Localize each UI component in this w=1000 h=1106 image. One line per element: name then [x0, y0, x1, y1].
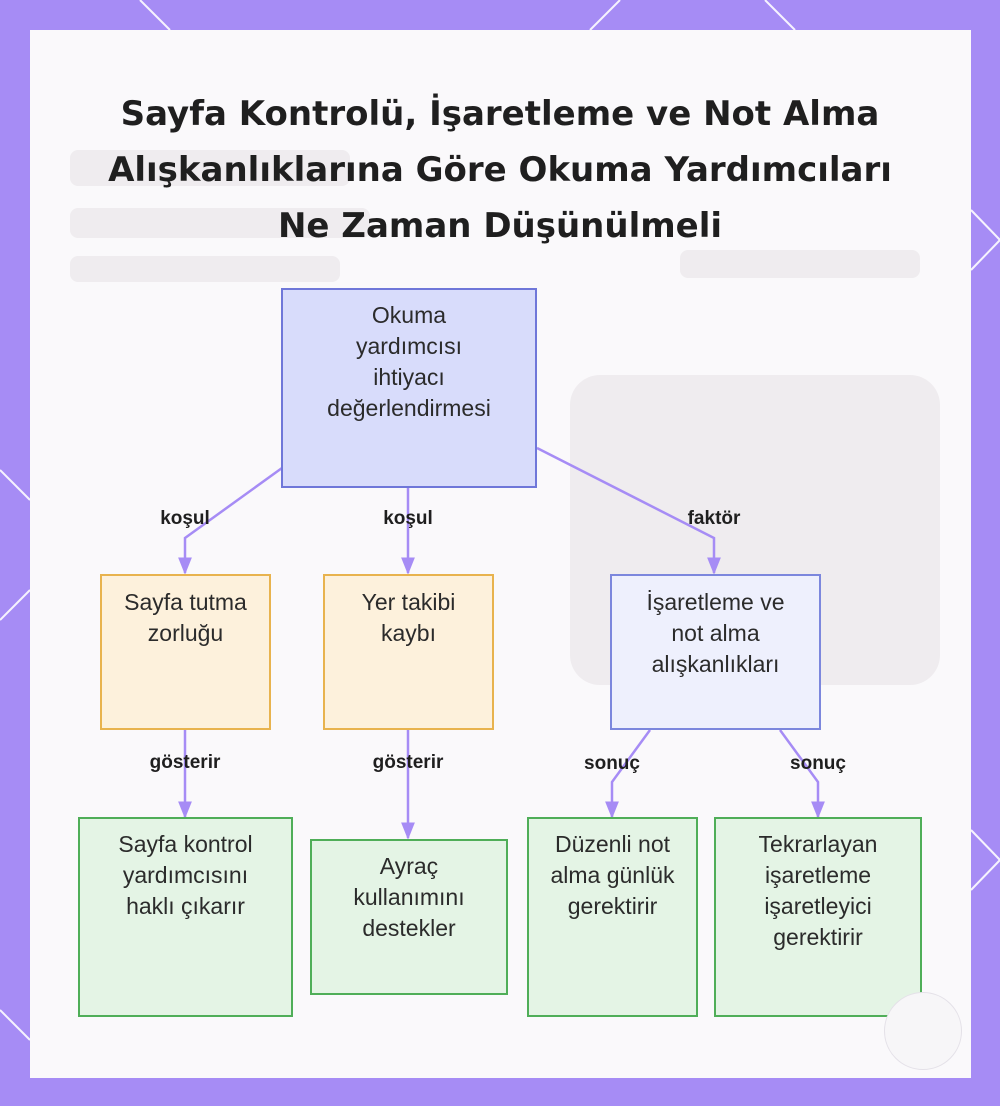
node-habits: İşaretleme ve not alma alışkanlıkları — [610, 574, 821, 730]
node-journal: Düzenli not alma günlük gerektirir — [527, 817, 698, 1017]
node-bookmark-label: Ayraç kullanımını destekler — [353, 853, 465, 941]
node-habits-label: İşaretleme ve not alma alışkanlıkları — [646, 589, 785, 677]
node-root: Okuma yardımcısı ihtiyacı değerlendirmes… — [281, 288, 537, 488]
node-root-label: Okuma yardımcısı ihtiyacı değerlendirmes… — [327, 302, 491, 421]
edge-habits-to-highlighter — [778, 729, 825, 819]
node-page-holding-label: Sayfa tutma zorluğu — [124, 589, 247, 646]
background-ghost — [70, 256, 340, 282]
edge-label-root-to-place-loss: koşul — [383, 508, 433, 529]
watermark-logo — [884, 992, 962, 1070]
node-highlighter: Tekrarlayan işaretleme işaretleyici gere… — [714, 817, 922, 1017]
node-bookmark: Ayraç kullanımını destekler — [310, 839, 508, 995]
edge-habits-to-journal — [605, 729, 652, 819]
edge-label-place-loss-to-bookmark: gösterir — [372, 752, 444, 773]
edge-root-to-page-holding — [178, 466, 283, 575]
node-place-loss-label: Yer takibi kaybı — [361, 589, 456, 646]
node-page-control-aid-label: Sayfa kontrol yardımcısını haklı çıkarır — [118, 831, 253, 919]
node-page-holding: Sayfa tutma zorluğu — [100, 574, 271, 730]
node-journal-label: Düzenli not alma günlük gerektirir — [550, 831, 675, 919]
node-page-control-aid: Sayfa kontrol yardımcısını haklı çıkarır — [78, 817, 293, 1017]
background-ghost — [680, 250, 920, 278]
edge-label-page-holding-to-aid: gösterir — [149, 752, 221, 773]
edge-label-root-to-habits: faktör — [687, 508, 741, 529]
edge-label-habits-to-journal: sonuç — [584, 753, 640, 774]
edge-root-to-habits — [536, 446, 721, 575]
node-place-loss: Yer takibi kaybı — [323, 574, 494, 730]
background-ghost — [70, 150, 350, 186]
edge-label-root-to-page-holding: koşul — [160, 508, 210, 529]
background-ghost — [70, 208, 370, 238]
edge-label-habits-to-highlighter: sonuç — [790, 753, 846, 774]
node-highlighter-label: Tekrarlayan işaretleme işaretleyici gere… — [758, 831, 878, 950]
diagram-title: Sayfa Kontrolü, İşaretleme ve Not Alma A… — [108, 94, 892, 246]
